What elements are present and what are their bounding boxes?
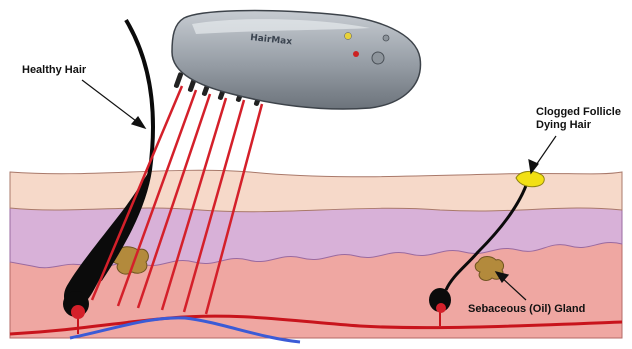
dying-hair-papilla: [436, 303, 446, 313]
device-power-button: [372, 52, 384, 64]
clogged-follicle-label-line2: Dying Hair: [536, 119, 621, 132]
healthy-hair-arrow-line: [82, 80, 140, 124]
device-indicator-yellow: [345, 33, 352, 40]
device-button-small: [383, 35, 389, 41]
clogged-follicle-label: Clogged Follicle Dying Hair: [536, 106, 621, 132]
healthy-hair-papilla: [71, 305, 85, 319]
device-indicator-red: [353, 51, 359, 57]
healthy-hair-arrow-head: [132, 117, 145, 128]
clogged-follicle-label-line1: Clogged Follicle: [536, 106, 621, 119]
sebaceous-gland-label: Sebaceous (Oil) Gland: [468, 303, 585, 316]
clogged-follicle-arrow-head: [529, 160, 538, 173]
healthy-hair-label: Healthy Hair: [22, 64, 86, 77]
